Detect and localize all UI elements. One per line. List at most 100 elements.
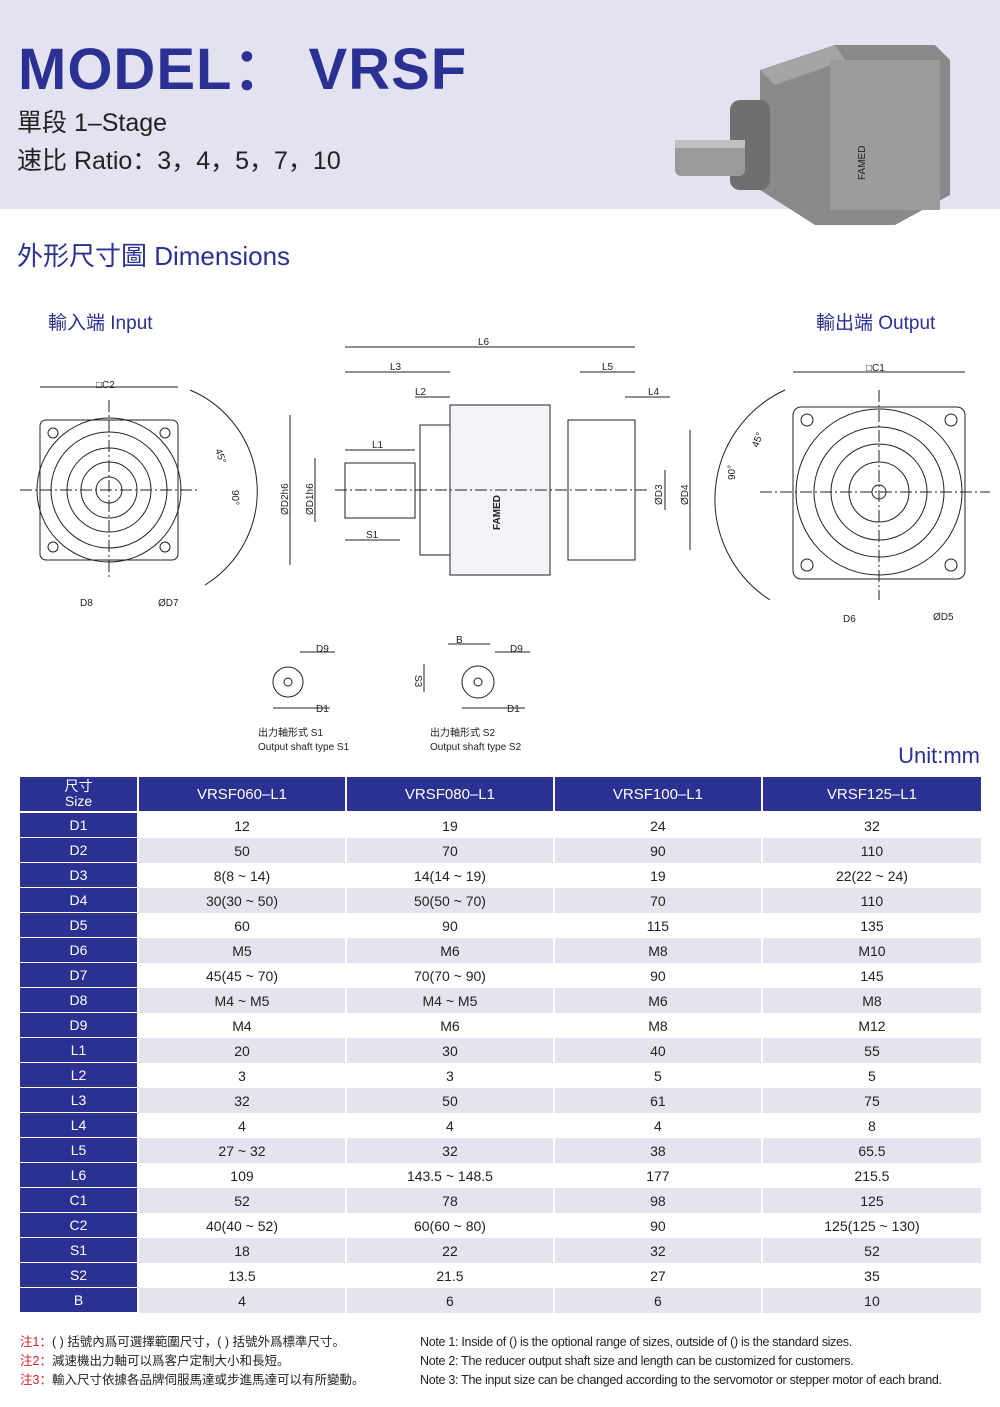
table-cell: 8 [868, 1117, 876, 1134]
table-cell: 143.5 ~ 148.5 [406, 1167, 493, 1184]
table-cell: M6 [554, 988, 761, 1013]
table-cell: 35 [864, 1267, 880, 1284]
table-cell: 110 [762, 888, 981, 913]
table-cell: 30 [346, 1038, 553, 1063]
model-header: VRSF080–L1 [346, 777, 553, 813]
row-key: L6 [20, 1163, 137, 1188]
table-cell: 45(45 ~ 70) [205, 967, 278, 984]
table-cell: 30(30 ~ 50) [139, 888, 345, 913]
output-label: 輸出端 Output [816, 313, 936, 334]
svg-text:出力軸形式 S1: 出力軸形式 S1 [258, 726, 323, 739]
note-en: Note 3: The input size can be changed ac… [420, 1373, 942, 1387]
svg-text:L3: L3 [390, 362, 402, 373]
table-cell: 70 [346, 838, 553, 863]
table-cell: 90 [442, 917, 458, 934]
table-cell: 5 [654, 1067, 662, 1084]
table-cell: 98 [554, 1188, 761, 1213]
table-cell: 78 [346, 1188, 553, 1213]
table-cell: 22(22 ~ 24) [835, 867, 908, 884]
note-cn: 注1：( ) 括號內爲可選擇範圍尺寸，( ) 括號外爲標準尺寸。 [20, 1335, 345, 1349]
row-key: L4 [20, 1113, 137, 1138]
svg-text:D8: D8 [80, 598, 93, 609]
product-image: FAMED [675, 45, 950, 225]
row-key: D2 [20, 838, 137, 863]
table-cell: 4 [139, 1288, 345, 1313]
table-cell: 75 [762, 1088, 981, 1113]
row-key: S2 [20, 1263, 137, 1288]
table-cell: M6 [346, 938, 553, 963]
input-label: 輸入端 Input [48, 313, 153, 334]
table-cell: 145 [860, 967, 884, 984]
svg-text:□C2: □C2 [96, 380, 115, 391]
unit-label: Unit:mm [898, 743, 980, 768]
table-cell: 115 [646, 917, 670, 934]
table-cell: 90 [650, 1217, 666, 1234]
row-key: D1 [20, 813, 137, 838]
table-cell: 22 [346, 1238, 553, 1263]
svg-text:D1: D1 [316, 704, 329, 715]
svg-text:Output shaft type S1: Output shaft type S1 [258, 742, 350, 753]
svg-text:L1: L1 [372, 440, 384, 451]
table-cell: M10 [762, 938, 981, 963]
table-cell: 60(60 ~ 80) [413, 1217, 486, 1234]
table-cell: 125(125 ~ 130) [824, 1217, 920, 1234]
table-cell: 70(70 ~ 90) [413, 967, 486, 984]
table-cell: 125 [762, 1188, 981, 1213]
table-cell: 90 [554, 838, 761, 863]
row-key: B [20, 1288, 137, 1313]
svg-text:L4: L4 [648, 387, 660, 398]
row-key: S1 [20, 1238, 137, 1263]
table-cell: 38 [554, 1138, 761, 1163]
svg-text:D9: D9 [316, 644, 329, 655]
table-cell: 27 ~ 32 [139, 1138, 345, 1163]
row-key: D6 [20, 938, 137, 963]
svg-text:B: B [456, 635, 463, 646]
svg-text:□C1: □C1 [866, 363, 885, 374]
row-key: C1 [20, 1188, 137, 1213]
table-cell: 18 [139, 1238, 345, 1263]
table-cell: 70 [554, 888, 761, 913]
table-cell: 6 [554, 1288, 761, 1313]
output-flange-view: □C1 45° 90° D6 ØD5 [714, 363, 990, 625]
table-cell: M4 ~ M5 [139, 988, 345, 1013]
row-key: D5 [20, 913, 137, 938]
model-header: VRSF100–L1 [554, 777, 761, 813]
table-cell: 4 [446, 1117, 454, 1134]
svg-text:ØD4: ØD4 [680, 484, 691, 505]
row-key: C2 [20, 1213, 137, 1238]
table-cell: 3 [446, 1067, 454, 1084]
table-cell: 32 [554, 1238, 761, 1263]
table-cell: 52 [139, 1188, 345, 1213]
table-cell: 215.5 [854, 1167, 890, 1184]
table-cell: 32 [346, 1138, 553, 1163]
notes-cn: 注1：( ) 括號內爲可選擇範圍尺寸，( ) 括號外爲標準尺寸。 注2：減速機出… [20, 1333, 364, 1390]
row-key: D7 [20, 963, 137, 988]
svg-text:ØD2h6: ØD2h6 [280, 483, 291, 515]
table-cell: 20 [139, 1038, 345, 1063]
svg-text:S3: S3 [412, 675, 423, 688]
table-cell: 12 [234, 817, 250, 834]
dimension-drawing: □C2 45° 90° D8 ØD7 L6 L3 L5 L2 L4 L1 S1 … [20, 337, 990, 753]
stage-text: 單段 1–Stage [17, 109, 168, 137]
table-cell: 32 [139, 1088, 345, 1113]
section-title: 外形尺寸圖 Dimensions [17, 241, 291, 271]
table-cell: M8 [648, 1017, 668, 1034]
svg-text:D9: D9 [510, 644, 523, 655]
table-cell: M4 [232, 1017, 252, 1034]
